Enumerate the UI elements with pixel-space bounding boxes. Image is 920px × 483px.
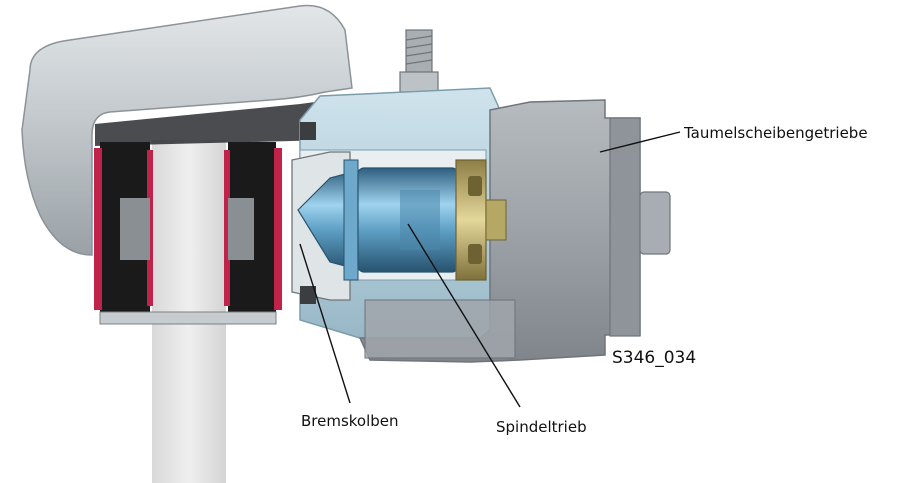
outer-pad-plate [94,148,102,310]
inner-pad-lining [224,150,230,306]
motor-cap [609,117,641,337]
outer-pad-gap [120,198,150,260]
figure-code: S346_034 [612,348,697,368]
leader-swash-plate-gear [599,131,681,153]
inner-pad-plate [274,148,282,310]
bleed-valve-base [399,71,439,93]
leader-spindle-drive [407,223,521,408]
label-swash-plate-gear: Taumelscheibengetriebe [684,124,868,142]
motor-connector [639,191,671,255]
gear-shaft [485,199,507,241]
bearing-ball-top [468,176,482,196]
motor-lower-lip [364,299,516,359]
spindle-nut-ring [343,159,359,281]
inner-pad-gap [228,198,254,260]
bearing-ball-bottom [468,244,482,264]
spindle-thread [400,190,440,250]
piston-seal-top [300,122,316,140]
pad-clip-bottom [99,311,277,325]
label-brake-piston: Bremskolben [301,412,399,430]
label-spindle-drive: Spindeltrieb [496,418,587,436]
caliper-inner-shadow [95,100,330,146]
caliper-body [21,4,353,256]
piston-seal-bottom [300,286,316,304]
leader-brake-piston [299,243,351,404]
